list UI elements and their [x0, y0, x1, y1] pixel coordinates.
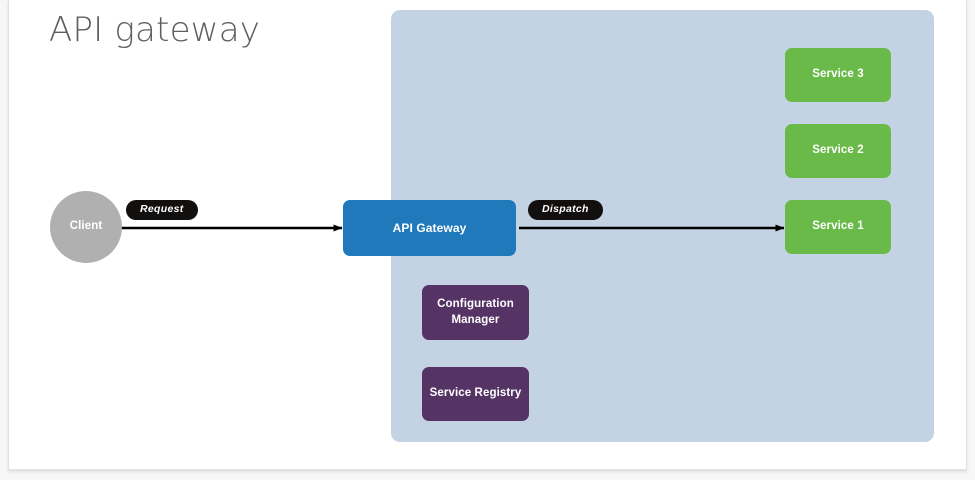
node-service-2[interactable]: Service 2 [785, 124, 891, 178]
node-api-gateway[interactable]: API Gateway [343, 200, 516, 256]
config-manager-line-1: Configuration [437, 297, 514, 310]
node-service-3[interactable]: Service 3 [785, 48, 891, 102]
node-configuration-manager-label: Configuration Manager [437, 297, 514, 328]
node-configuration-manager[interactable]: Configuration Manager [422, 285, 529, 340]
edge-label-dispatch: Dispatch [528, 200, 603, 220]
diagram-canvas: API gateway Client API Gateway Service 3… [8, 0, 967, 470]
node-service-1[interactable]: Service 1 [785, 200, 891, 254]
config-manager-line-2: Manager [451, 313, 500, 326]
edge-label-request: Request [126, 200, 198, 220]
node-service-registry[interactable]: Service Registry [422, 367, 529, 421]
node-client[interactable]: Client [50, 191, 122, 263]
page-title: API gateway [49, 10, 261, 50]
